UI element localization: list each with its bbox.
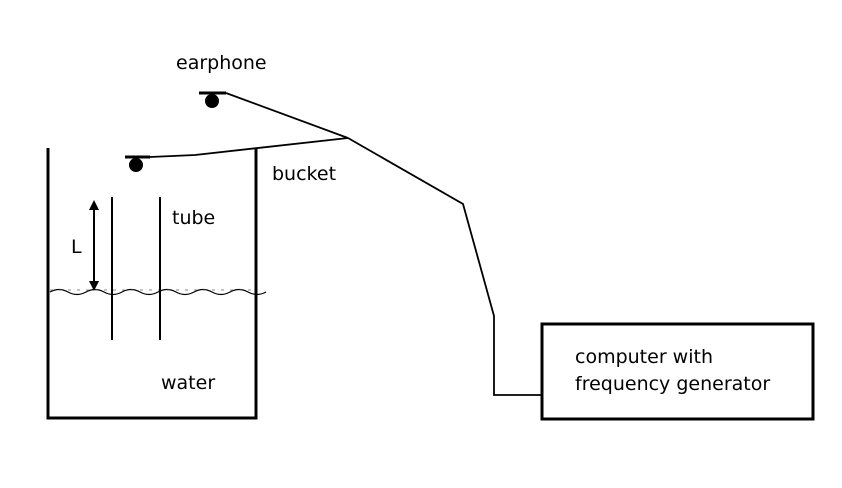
computer-box <box>540 322 815 421</box>
earphone-label: earphone <box>176 52 267 74</box>
upper-earphone-icon <box>205 94 219 108</box>
main-cable <box>347 137 542 396</box>
bucket-label: bucket <box>272 163 336 185</box>
water-surface <box>49 288 267 296</box>
length-label: L <box>71 236 82 258</box>
tube-label: tube <box>172 207 215 229</box>
computer-label-line1: computer with <box>575 346 713 368</box>
lower-earphone-icon <box>129 158 143 172</box>
bucket-outline <box>46 148 258 420</box>
computer-label-line2: frequency generator <box>575 373 770 395</box>
earphone-wire-upper <box>225 92 349 139</box>
water-label: water <box>161 372 215 394</box>
earphone-wire-lower <box>149 137 349 158</box>
